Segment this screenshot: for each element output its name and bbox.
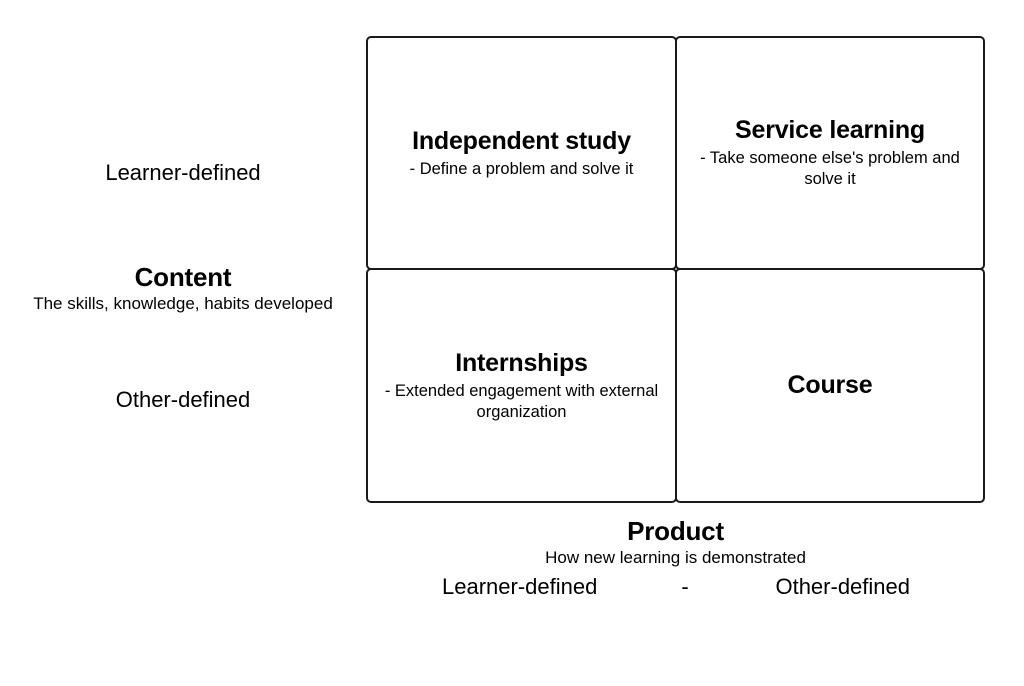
content-axis-description: The skills, knowledge, habits developed bbox=[33, 294, 333, 313]
quadrant-internships[interactable]: Internships - Extended engagement with e… bbox=[366, 268, 677, 503]
content-axis-low-label: Other-defined bbox=[115, 387, 251, 412]
product-axis-endpoints: Learner-defined - Other-defined bbox=[366, 572, 985, 608]
quadrant-course[interactable]: Course bbox=[675, 268, 985, 503]
quadrant-title: Course bbox=[787, 371, 873, 399]
quadrant-independent-study[interactable]: Independent study - Define a problem and… bbox=[366, 36, 677, 270]
quadrant-title: Internships bbox=[455, 348, 588, 377]
product-axis-name: Product bbox=[627, 516, 724, 546]
product-axis: Product How new learning is demonstrated… bbox=[366, 516, 985, 608]
product-axis-right-label: Other-defined bbox=[775, 574, 910, 599]
quadrant-matrix: Independent study - Define a problem and… bbox=[366, 36, 985, 503]
quadrant-title: Independent study bbox=[412, 126, 631, 155]
quadrant-subtitle: - Take someone else's problem and solve … bbox=[700, 149, 960, 188]
product-axis-description: How new learning is demonstrated bbox=[545, 548, 806, 567]
content-axis-title-group: Content The skills, knowledge, habits de… bbox=[0, 262, 366, 315]
content-axis-high-label: Learner-defined bbox=[105, 160, 261, 185]
quadrant-service-learning[interactable]: Service learning - Take someone else's p… bbox=[675, 36, 985, 270]
content-axis-name: Content bbox=[134, 262, 232, 292]
product-axis-separator: - bbox=[681, 574, 689, 599]
quadrant-subtitle: - Define a problem and solve it bbox=[409, 159, 634, 178]
product-axis-left-label: Learner-defined bbox=[442, 574, 598, 599]
quadrant-title: Service learning bbox=[735, 116, 925, 144]
content-axis: Learner-defined Content The skills, know… bbox=[0, 0, 366, 520]
quadrant-subtitle: - Extended engagement with external orga… bbox=[384, 381, 659, 421]
